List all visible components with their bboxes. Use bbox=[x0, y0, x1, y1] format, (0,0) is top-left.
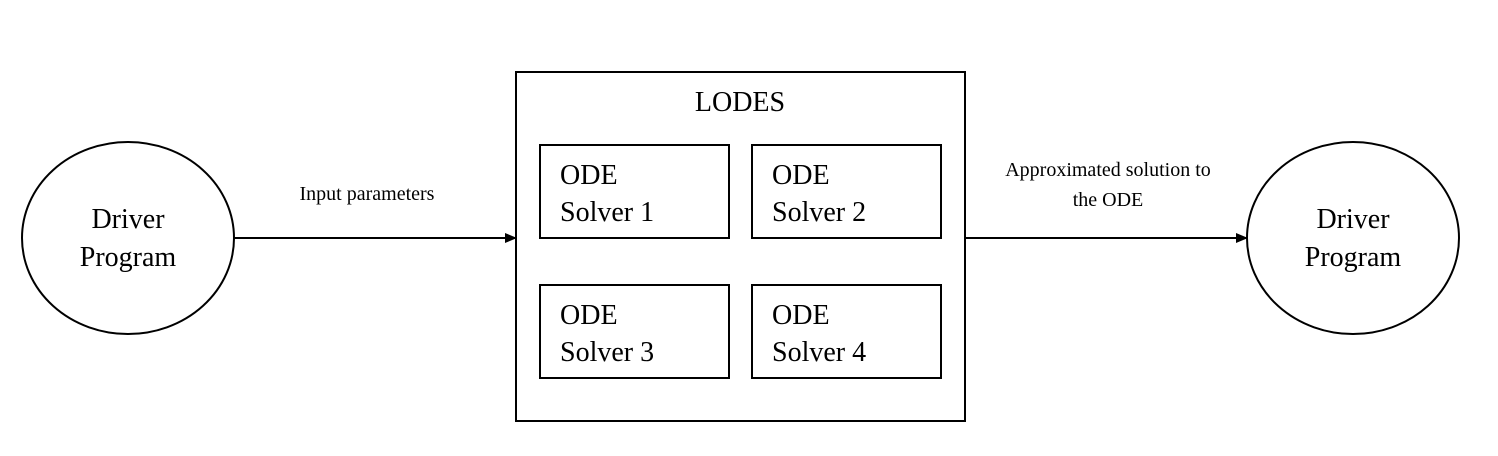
solver-1-line1: ODE bbox=[560, 160, 618, 191]
solver-2-line1: ODE bbox=[772, 160, 830, 191]
solver-3-box bbox=[539, 284, 730, 379]
output-edge-label-line2: the ODE bbox=[1073, 189, 1144, 211]
solver-3: ODE Solver 3 bbox=[539, 284, 730, 379]
solver-4-line1: ODE bbox=[772, 300, 830, 331]
solver-3-line1: ODE bbox=[560, 300, 618, 331]
solver-3-line2: Solver 3 bbox=[560, 337, 654, 368]
right-driver-label-line2: Program bbox=[1305, 242, 1402, 273]
lodes-title: LODES bbox=[695, 87, 785, 118]
solver-4-box bbox=[751, 284, 942, 379]
solver-2-line2: Solver 2 bbox=[772, 197, 866, 228]
lodes-container: LODES ODE Solver 1 ODE Solver 2 ODE Solv… bbox=[515, 71, 966, 422]
input-edge: Input parameters bbox=[234, 183, 517, 243]
solver-1-box bbox=[539, 144, 730, 239]
solver-1-line2: Solver 1 bbox=[560, 197, 654, 228]
right-driver-ellipse bbox=[1246, 141, 1460, 335]
left-driver-ellipse bbox=[21, 141, 235, 335]
left-driver-label-line1: Driver bbox=[91, 204, 165, 235]
left-driver-label-line2: Program bbox=[80, 242, 177, 273]
right-driver-node: Driver Program bbox=[1246, 141, 1460, 335]
solver-4-line2: Solver 4 bbox=[772, 337, 866, 368]
solver-2-box bbox=[751, 144, 942, 239]
left-driver-node: Driver Program bbox=[21, 141, 235, 335]
input-edge-label: Input parameters bbox=[300, 183, 435, 205]
output-edge: Approximated solution to the ODE bbox=[965, 159, 1248, 243]
right-driver-label-line1: Driver bbox=[1316, 204, 1390, 235]
solver-4: ODE Solver 4 bbox=[751, 284, 942, 379]
solver-1: ODE Solver 1 bbox=[539, 144, 730, 239]
solver-2: ODE Solver 2 bbox=[751, 144, 942, 239]
output-edge-label-line1: Approximated solution to bbox=[1005, 159, 1211, 181]
